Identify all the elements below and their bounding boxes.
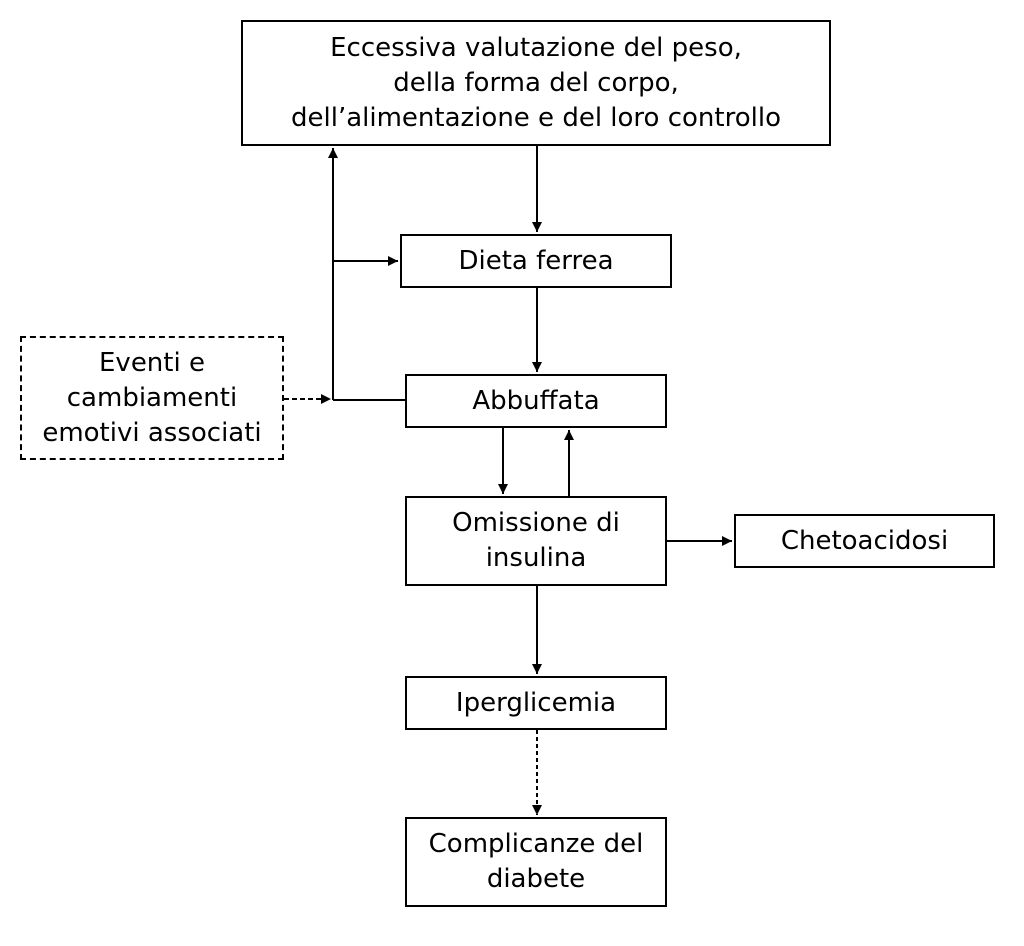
node-omissione-insulina: Omissione di insulina (405, 496, 667, 586)
node-dieta-ferrea-label: Dieta ferrea (458, 245, 614, 276)
node-eventi-cambiamenti: Eventi e cambiamenti emotivi associati (20, 336, 284, 460)
node-iperglicemia-label: Iperglicemia (455, 687, 617, 718)
node-complicanze-diabete: Complicanze del diabete (405, 817, 667, 907)
node-complicanze-diabete-label: Complicanze del diabete (428, 829, 644, 894)
node-eccessiva-valutazione: Eccessiva valutazione del peso, della fo… (241, 20, 831, 146)
node-dieta-ferrea: Dieta ferrea (400, 234, 672, 288)
node-chetoacidosi: Chetoacidosi (734, 514, 995, 568)
node-abbuffata: Abbuffata (405, 374, 667, 428)
node-iperglicemia: Iperglicemia (405, 676, 667, 730)
node-abbuffata-label: Abbuffata (472, 385, 600, 416)
node-omissione-insulina-label: Omissione di insulina (452, 508, 620, 573)
node-eventi-cambiamenti-label: Eventi e cambiamenti emotivi associati (42, 347, 262, 448)
node-eccessiva-valutazione-label: Eccessiva valutazione del peso, della fo… (291, 32, 781, 133)
node-chetoacidosi-label: Chetoacidosi (780, 525, 949, 556)
